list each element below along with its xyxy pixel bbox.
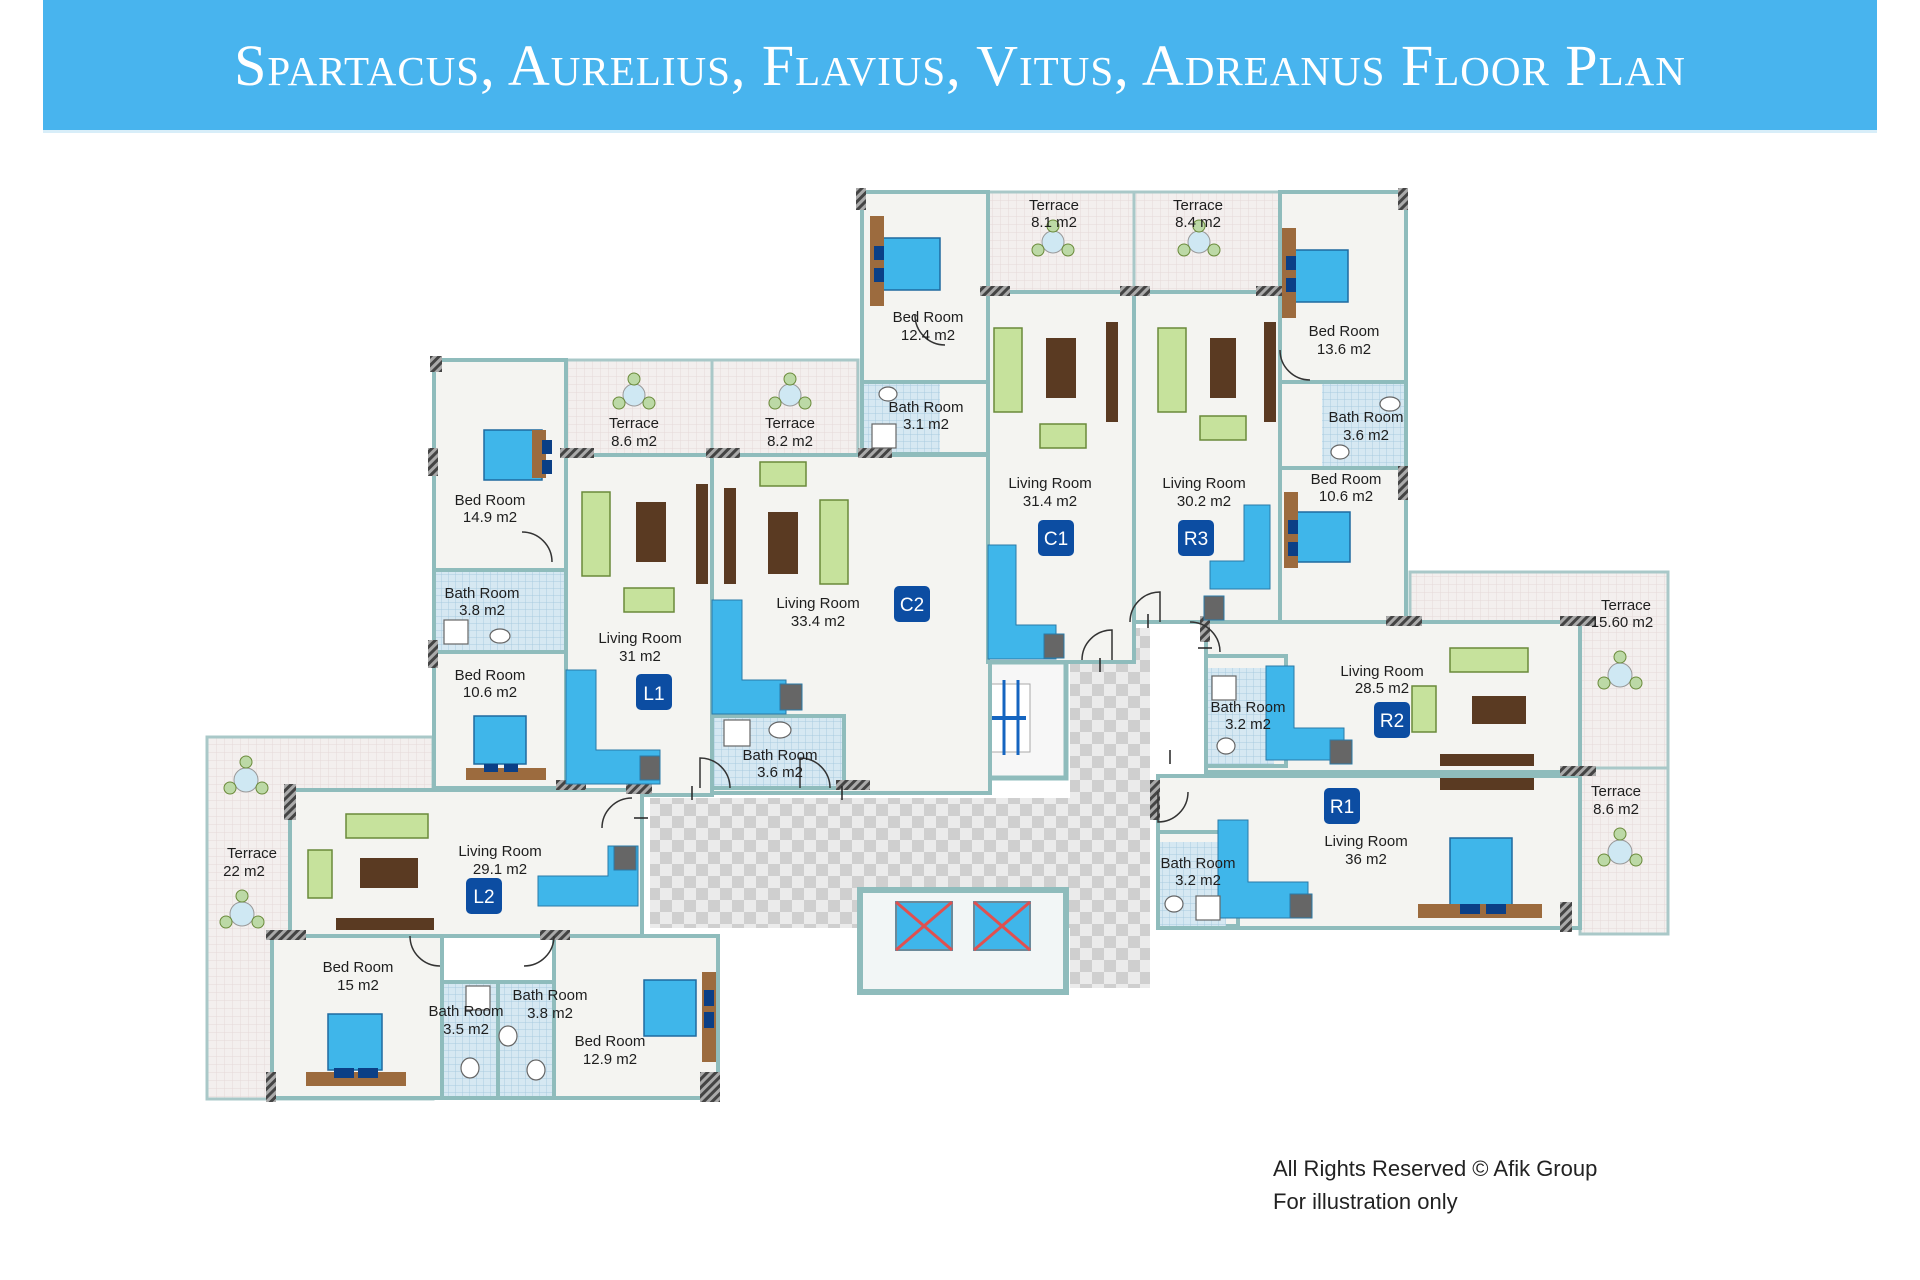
illustration-note: For illustration only (1273, 1189, 1458, 1214)
elevator-right-icon (973, 900, 1031, 952)
label-l2-bedroom2-name: Bed Room (575, 1033, 646, 1050)
label-r2-living-area: 28.5 m2 (1355, 680, 1409, 697)
label-r3-terrace-name: Terrace (1173, 197, 1223, 214)
label-l1-bedroom2-name: Bed Room (455, 667, 526, 684)
kitchens (537, 504, 1353, 919)
label-c1-bedroom-area: 12.4 m2 (901, 327, 955, 344)
label-l2-bath-name: Bath Room (428, 1003, 503, 1020)
doors (409, 314, 1311, 967)
svg-text:R1: R1 (1330, 797, 1354, 818)
label-c1-terrace-area: 8.1 m2 (1031, 214, 1077, 231)
label-r1-terrace-name: Terrace (1591, 783, 1641, 800)
label-r2-living-name: Living Room (1340, 663, 1423, 680)
label-r1-living-name: Living Room (1324, 833, 1407, 850)
badge-r1: R1 (1324, 788, 1360, 824)
label-l2-bath2-name: Bath Room (512, 987, 587, 1004)
label-r2-bath-area: 3.2 m2 (1225, 716, 1271, 733)
label-l2-bath2-area: 3.8 m2 (527, 1005, 573, 1022)
label-l1-living-area: 31 m2 (619, 648, 661, 665)
label-l1-terrace-name: Terrace (609, 415, 659, 432)
label-r2-terrace-area: 15.60 m2 (1591, 614, 1654, 631)
svg-text:R3: R3 (1184, 529, 1208, 550)
label-r3-bath-area: 3.6 m2 (1343, 427, 1389, 444)
elevator-left-icon (895, 900, 953, 952)
label-c2-bath-name: Bath Room (742, 747, 817, 764)
label-l2-living-name: Living Room (458, 843, 541, 860)
page-title: Spartacus, Aurelius, Flavius, Vitus, Adr… (234, 33, 1686, 98)
label-l2-bath-area: 3.5 m2 (443, 1021, 489, 1038)
bathroom-tiles (436, 384, 1404, 926)
label-r2-terrace-name: Terrace (1601, 597, 1651, 614)
label-r3-terrace-area: 8.4 m2 (1175, 214, 1221, 231)
label-c2-terrace-name: Terrace (765, 415, 815, 432)
label-c2-bath-area: 3.6 m2 (757, 764, 803, 781)
label-r3-bath-name: Bath Room (1328, 409, 1403, 426)
label-l2-bedroom-name: Bed Room (323, 959, 394, 976)
badge-r3: R3 (1178, 520, 1214, 556)
label-r1-bath-name: Bath Room (1160, 855, 1235, 872)
label-r1-terrace-area: 8.6 m2 (1593, 801, 1639, 818)
label-l1-bedroom-name: Bed Room (455, 492, 526, 509)
label-r3-living-area: 30.2 m2 (1177, 493, 1231, 510)
label-c1-bedroom-name: Bed Room (893, 309, 964, 326)
label-c2-terrace-area: 8.2 m2 (767, 433, 813, 450)
label-l1-bath-area: 3.8 m2 (459, 602, 505, 619)
label-l2-terrace-area: 22 m2 (223, 863, 265, 880)
label-r3-bedroom-name: Bed Room (1309, 323, 1380, 340)
label-l1-terrace-area: 8.6 m2 (611, 433, 657, 450)
label-l2-bedroom-area: 15 m2 (337, 977, 379, 994)
label-r2-bath-name: Bath Room (1210, 699, 1285, 716)
label-r1-bath-area: 3.2 m2 (1175, 872, 1221, 889)
badge-r2: R2 (1374, 702, 1410, 738)
svg-text:C2: C2 (900, 595, 924, 616)
label-c2-living-name: Living Room (776, 595, 859, 612)
label-c1-living-name: Living Room (1008, 475, 1091, 492)
svg-text:L2: L2 (473, 887, 494, 908)
copyright-text: All Rights Reserved © Afik Group (1273, 1156, 1598, 1181)
label-r3-living-name: Living Room (1162, 475, 1245, 492)
badge-l2: L2 (466, 878, 502, 914)
living-furniture (307, 322, 1534, 930)
label-l1-living-name: Living Room (598, 630, 681, 647)
badge-c1: C1 (1038, 520, 1074, 556)
bath-fixtures (443, 386, 1401, 1081)
badge-c2: C2 (894, 586, 930, 622)
label-c1-terrace-name: Terrace (1029, 197, 1079, 214)
label-r1-living-area: 36 m2 (1345, 851, 1387, 868)
svg-text:R2: R2 (1380, 711, 1404, 732)
label-l2-living-area: 29.1 m2 (473, 861, 527, 878)
entry-arrows (634, 614, 1212, 819)
title-banner: Spartacus, Aurelius, Flavius, Vitus, Adr… (43, 0, 1877, 133)
label-c2-living-area: 33.4 m2 (791, 613, 845, 630)
label-r3-bedroom2-name: Bed Room (1311, 471, 1382, 488)
label-r3-bedroom-area: 13.6 m2 (1317, 341, 1371, 358)
beds (306, 216, 1542, 1086)
label-l1-bedroom2-area: 10.6 m2 (463, 684, 517, 701)
label-r3-bedroom2-area: 10.6 m2 (1319, 488, 1373, 505)
label-l1-bath-name: Bath Room (444, 585, 519, 602)
wall-pillars (266, 188, 1596, 1102)
label-c1-bath-name: Bath Room (888, 399, 963, 416)
svg-text:C1: C1 (1044, 529, 1068, 550)
badge-l1: L1 (636, 674, 672, 710)
svg-text:L1: L1 (643, 684, 664, 705)
label-c1-bath-area: 3.1 m2 (903, 416, 949, 433)
label-l1-bedroom-area: 14.9 m2 (463, 509, 517, 526)
label-c1-living-area: 31.4 m2 (1023, 493, 1077, 510)
patio-sets (219, 219, 1643, 929)
elevator-core (857, 887, 1069, 995)
unit-badges: L1 C2 C1 R3 R2 R1 L2 (466, 520, 1410, 914)
label-l2-terrace-name: Terrace (227, 845, 277, 862)
room-labels: Bed Room 14.9 m2 Terrace 8.6 m2 Bath Roo… (223, 197, 1653, 1068)
label-l2-bedroom2-area: 12.9 m2 (583, 1051, 637, 1068)
copyright-block: All Rights Reserved © Afik Group For ill… (1273, 1152, 1597, 1218)
